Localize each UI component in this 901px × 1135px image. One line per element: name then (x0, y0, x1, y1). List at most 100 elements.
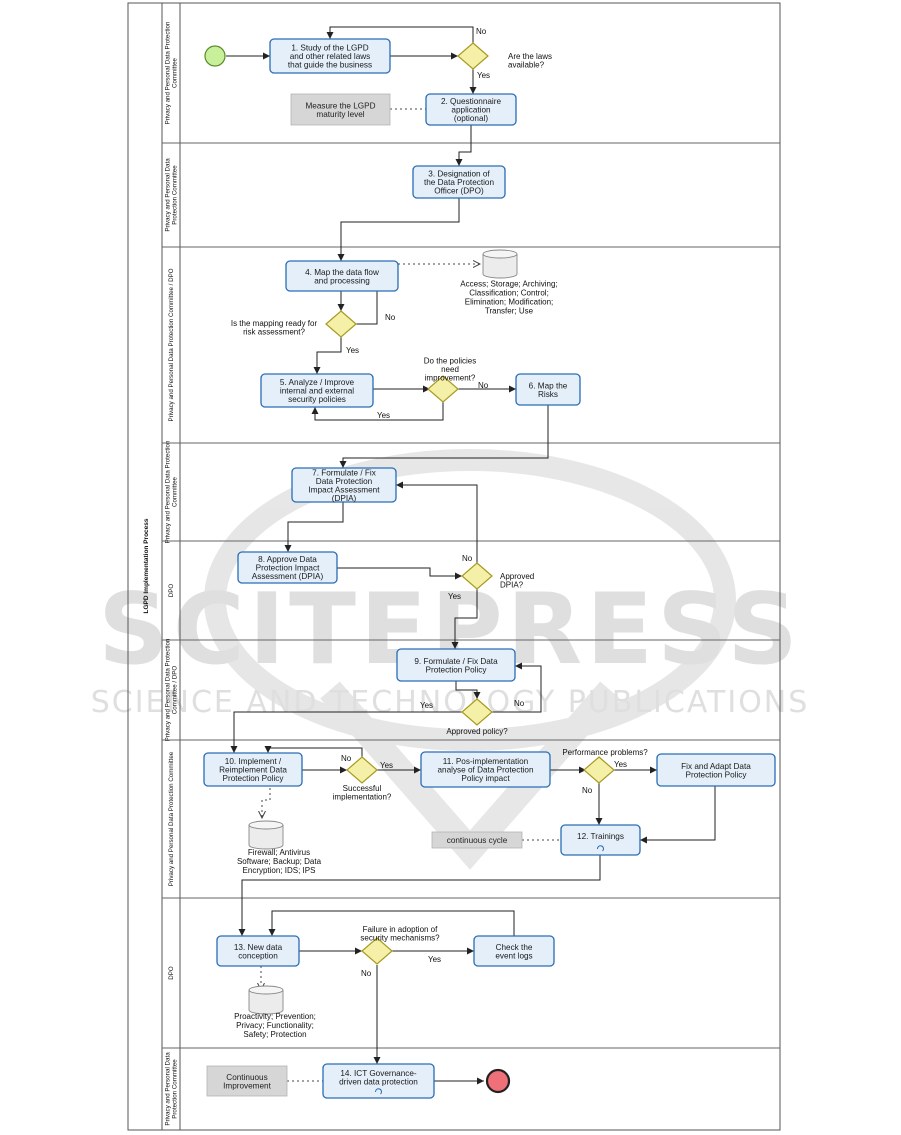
gateway-g5[interactable]: Approved policy? (446, 698, 508, 736)
task-box (473, 935, 555, 967)
lane-label: Privacy and Personal Data Protection Com… (168, 268, 175, 421)
gateway-g7[interactable]: Performance problems? (562, 748, 648, 784)
task-t10[interactable]: 10. Implement /Reimplement DataProtectio… (203, 752, 303, 787)
task-label-line: and processing (314, 276, 370, 285)
database-icon (248, 990, 284, 1015)
start-event[interactable] (204, 45, 226, 67)
task-box (269, 38, 391, 74)
annotation-label-line: Continuous (226, 1073, 267, 1082)
start-circle (204, 45, 226, 67)
sequence-flow (396, 481, 478, 563)
task-label-line: 1. Study of the LGPD (291, 44, 368, 53)
lane-label-line: Privacy and Personal Data (165, 1052, 172, 1126)
gateway-label-line: Are the laws (508, 52, 552, 61)
data-store-label-line: Proactivity; Prevention; (234, 1012, 316, 1021)
task-label-line: 3. Designation of (428, 170, 490, 179)
task-label-line: (DPIA) (332, 494, 357, 503)
task-label-line: Protection Policy (426, 665, 488, 674)
sequence-flow (326, 26, 474, 43)
flow-label-yes: Yes (380, 761, 393, 770)
task-label-line: Risks (538, 390, 558, 399)
data-store-d3: Proactivity; Prevention;Privacy; Functio… (234, 985, 316, 1039)
sequence-flow (284, 502, 344, 552)
sequence-flow (337, 198, 460, 261)
task-label-line: that guide the business (288, 61, 372, 70)
flow-label-no: No (476, 27, 487, 36)
task-label-line: 12. Trainings (577, 832, 624, 841)
task-label-line: 13. New data (234, 943, 283, 952)
task-label-line: 2. Questionnaire (441, 97, 502, 106)
end-circle (485, 1068, 511, 1094)
lane-label: DPO (168, 584, 175, 598)
task-label-line: 10. Implement / (225, 757, 282, 766)
task-label-line: Protection Policy (686, 770, 748, 779)
task-label-line: Fix and Adapt Data (681, 762, 751, 771)
task-label-line: Reimplement Data (219, 766, 287, 775)
sequence-flow (337, 567, 462, 580)
flow-label-no: No (385, 313, 396, 322)
flow-label-no: No (462, 554, 473, 563)
task-box (237, 551, 338, 584)
flow-label-no: No (341, 754, 352, 763)
gateway-label-line: Performance problems? (562, 748, 648, 757)
gateway-label-line: available? (508, 60, 545, 69)
gateway-diamond (361, 937, 393, 965)
flow-label-yes: Yes (420, 701, 433, 710)
task-label-line: application (451, 106, 491, 115)
annotation-box (206, 1065, 288, 1097)
task-label-line: internal and external (280, 387, 354, 396)
task-t14[interactable]: 14. ICT Governance-driven data protectio… (322, 1063, 435, 1099)
sequence-flow (238, 855, 601, 936)
task-box (203, 752, 303, 787)
flow-label-no: No (582, 786, 593, 795)
sequence-flow (313, 337, 342, 374)
task-label-line: 5. Analyze / Improve (280, 378, 355, 387)
sequence-flow (491, 662, 542, 713)
gateway-label-line: need (441, 365, 459, 374)
task-label-line: security policies (288, 395, 346, 404)
data-store-label-line: Software; Backup; Data (237, 857, 322, 866)
lane-label-line: Privacy and Personal Data Protection Com… (168, 751, 175, 886)
gateway-diamond (583, 756, 615, 784)
pool-title: LGPD Implementation Process (143, 518, 150, 613)
loop-icon (375, 1088, 382, 1095)
gateway-label-line: implementation? (333, 792, 392, 801)
data-store-label-line: Classification; Control; (469, 289, 549, 298)
end-event[interactable] (485, 1068, 511, 1094)
process-pool: LGPD Implementation Process (127, 2, 781, 1131)
task-box (291, 467, 397, 503)
flow-label-no: No (478, 381, 489, 390)
task-t12[interactable]: 12. Trainings (560, 824, 641, 856)
sequence-flow (339, 405, 549, 468)
loop-icon (597, 845, 604, 852)
sequence-flow (230, 711, 462, 753)
task-label-line: (optional) (454, 114, 488, 123)
gateway-diamond (325, 310, 357, 338)
task-label-line: driven data protection (339, 1077, 418, 1086)
